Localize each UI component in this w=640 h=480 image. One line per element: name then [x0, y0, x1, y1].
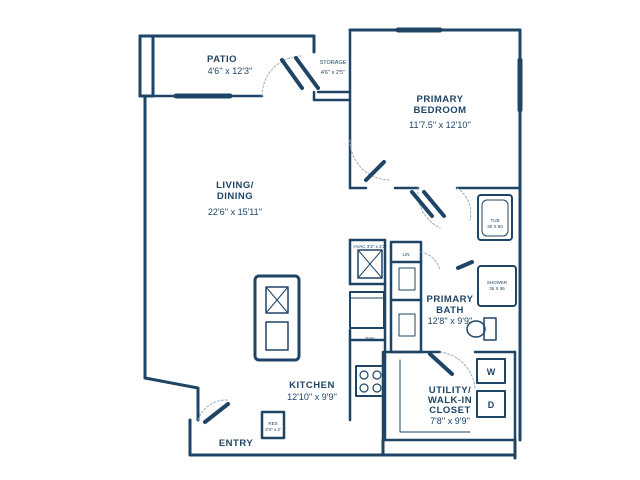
kitchen-dimensions: 12'10'' x 9'9''	[287, 392, 337, 402]
primary-bath-label-2: BATH	[436, 305, 464, 316]
utility-closet-label-3: CLOSET	[429, 405, 471, 416]
primary-bath-label-1: PRIMARY	[427, 294, 474, 305]
primary-bedroom-dimensions: 11'7.5'' x 12'10''	[409, 120, 471, 130]
living-dining-label-2: DINING	[217, 191, 253, 202]
living-dining-label-1: LIVING/	[216, 180, 254, 191]
shower-label: SHOWER	[487, 280, 508, 285]
utility-closet-label-2: WALK-IN	[428, 395, 472, 406]
utility-closet-label-1: UTILITY/	[429, 385, 472, 396]
primary-bath-dimensions: 12'8'' x 9'9''	[428, 316, 473, 326]
dryer-label: D	[488, 400, 495, 410]
pantry-label: PAN	[366, 336, 375, 341]
shower-size: 36 X 36	[489, 286, 505, 291]
utility-closet-dimensions: 7'8'' x 9'9''	[430, 416, 470, 426]
hvac-label: HVAC 3'3'' x 2'2''	[353, 244, 386, 249]
res-label: RES	[268, 421, 277, 426]
primary-bedroom-label-2: BEDROOM	[413, 105, 466, 116]
linen-label: LIN	[402, 252, 409, 257]
fixtures	[253, 194, 517, 433]
patio-label: PATIO	[207, 54, 237, 65]
windows	[173, 27, 523, 113]
entry-label: ENTRY	[219, 438, 254, 449]
storage-dimensions: 4'6'' x 2'5''	[321, 70, 345, 76]
door-leaves	[203, 56, 474, 424]
tub-label: TUB	[491, 218, 500, 223]
storage-label: STORAGE	[320, 60, 347, 66]
primary-bedroom-label-1: PRIMARY	[417, 94, 464, 105]
kitchen-label: KITCHEN	[289, 380, 335, 391]
tub-size: 30 X 60	[487, 224, 503, 229]
patio-dimensions: 4'6'' x 12'3''	[208, 66, 253, 76]
washer-label: W	[487, 367, 496, 377]
res-size: 3'3'' x 2'	[265, 427, 281, 432]
interior-walls	[151, 28, 522, 442]
living-dining-dimensions: 22'6'' x 15'11''	[208, 207, 262, 217]
